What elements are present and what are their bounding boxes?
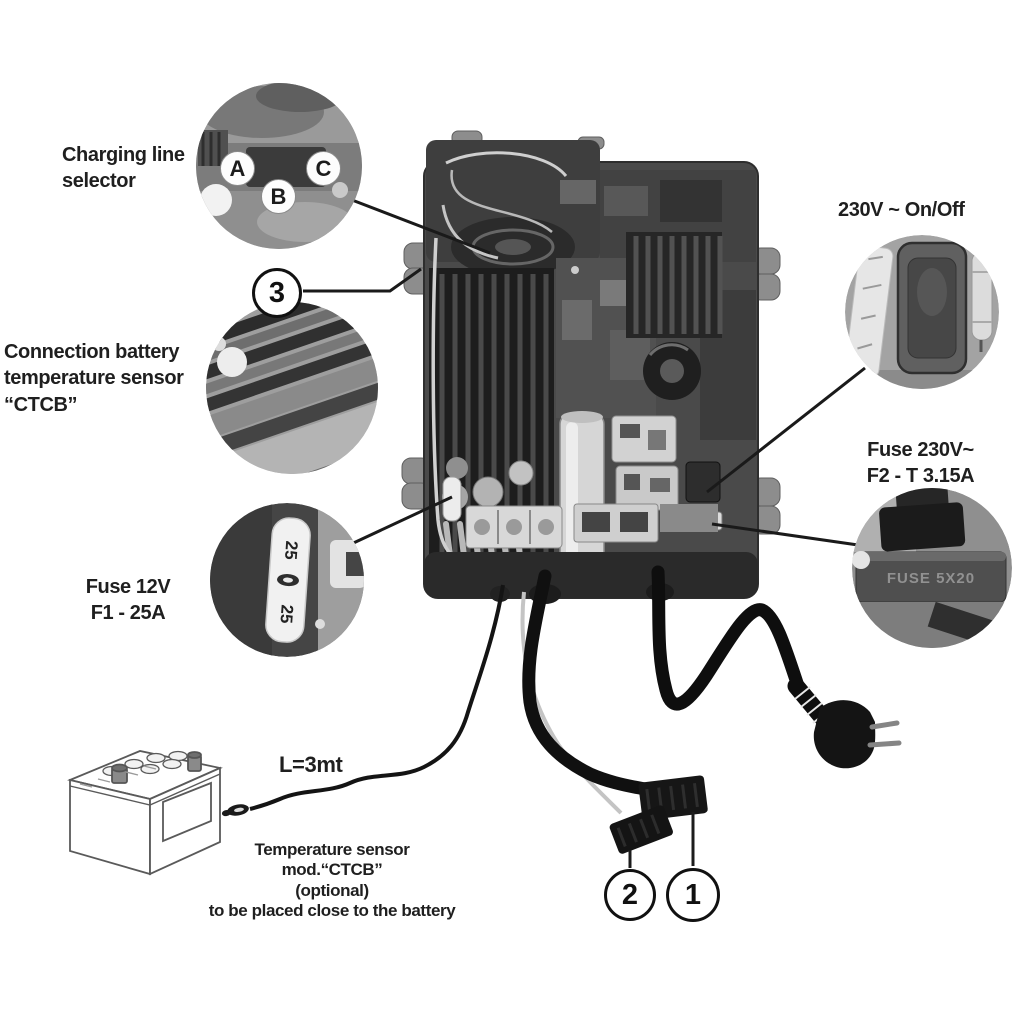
badge-connector-2: 2 [604, 869, 656, 921]
badge-selector-b: B [261, 179, 296, 214]
leader-mains-switch [706, 366, 866, 494]
leader-connector3 [303, 267, 422, 293]
detail-circle-fuse230: FUSE 5X20 [852, 488, 1012, 648]
fuse12-rating-bottom: 25 [277, 604, 297, 624]
mains-switch-component [685, 461, 721, 503]
badge-selector-c: C [306, 151, 341, 186]
sensor-connector-wire [520, 591, 623, 815]
label-230v-onoff: 230V ~ On/Off [838, 199, 965, 221]
detail-circle-switch [845, 235, 999, 389]
board-bottom-strip [424, 552, 758, 598]
connector-2 [609, 805, 673, 854]
battery-illustration [67, 750, 223, 876]
plug-pins [867, 720, 902, 748]
label-temp-sensor-note: Temperature sensor mod.“CTCB” (optional)… [208, 840, 456, 921]
fuse-cartridge-icon [971, 240, 993, 352]
badge-selector-a: A [220, 151, 255, 186]
fan-icon [441, 151, 575, 277]
rocker-switch-icon [896, 241, 968, 375]
right-heatsink [626, 232, 723, 338]
charger-board [401, 130, 781, 604]
fuse-f1-component [442, 476, 462, 522]
label-cable-length: L=3mt [279, 752, 343, 777]
battery-terminals [111, 751, 202, 784]
fuse12-rating-top: 25 [281, 540, 301, 560]
label-fuse-230v: Fuse 230V~ F2 - T 3.15A [866, 439, 975, 488]
label-fuse-12v: Fuse 12V F1 - 25A [85, 576, 171, 625]
relay-stack [611, 415, 679, 511]
detail-circle-fuse12: 25 25 [210, 503, 364, 657]
label-connection-ctcb: Connection battery temperature sensor “C… [4, 341, 184, 416]
leader-selector [351, 198, 491, 255]
badge-connector-3: 3 [252, 268, 302, 318]
output-section [442, 457, 718, 549]
battery-label-window [162, 781, 212, 843]
temperature-sensor-cable [249, 584, 505, 811]
leader-fuse230 [711, 522, 859, 547]
fuse-holder-marking: FUSE 5X20 [887, 570, 975, 587]
power-plug-icon [787, 677, 902, 769]
mains-cord [651, 565, 806, 711]
temperature-sensor-tip [221, 804, 249, 817]
leader-lines [303, 198, 866, 548]
badge-connector-1: 1 [666, 868, 720, 922]
label-charging-line-selector: Charging line selector [62, 144, 185, 193]
badge-pointer-lines [628, 812, 695, 868]
detail-circle-ctcb [206, 302, 378, 474]
toroid-inductor [643, 342, 701, 400]
leader-fuse12 [346, 495, 453, 548]
battery-cable [522, 569, 652, 796]
